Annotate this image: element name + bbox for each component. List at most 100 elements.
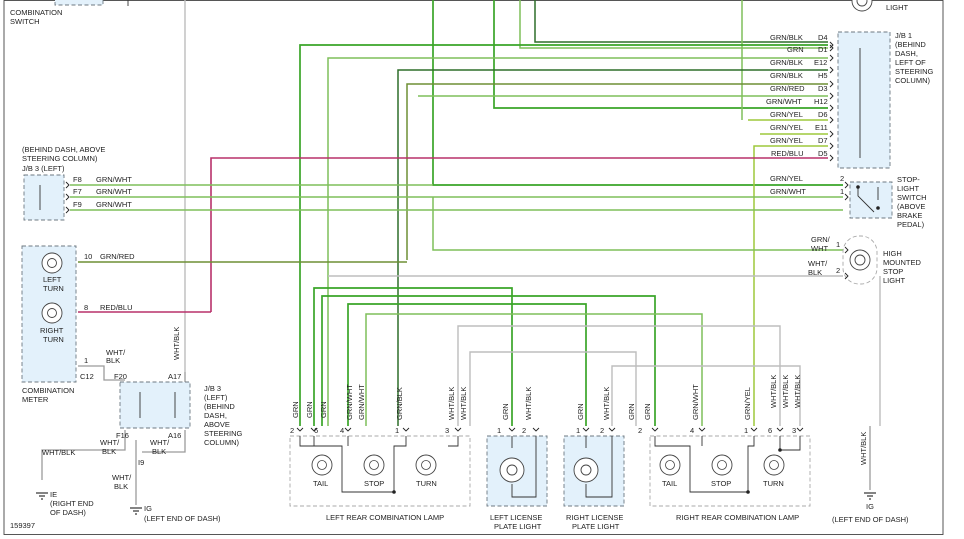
left-license-box <box>486 435 548 507</box>
jb1-pin: E12 <box>814 58 827 67</box>
high-stop-bulb-icon <box>849 249 871 271</box>
right-license-pin: 1 <box>576 426 580 435</box>
ground-ie-loc-1: (RIGHT END <box>50 499 94 508</box>
jb1-wire-labels: GRN/BLK D4 GRN D1 GRN/BLK E12 GRN/BLK H5… <box>766 33 828 158</box>
stop-switch-label-1: STOP- <box>897 175 920 184</box>
ground-ig-right-icon <box>864 492 876 500</box>
diagram-frame <box>3 0 944 535</box>
left-rear-lamp-box <box>289 435 471 507</box>
stop-switch-label-6: PEDAL) <box>897 220 925 229</box>
left-turn-bulb-icon <box>41 252 63 274</box>
jb3-top-pin-f8: F8 <box>73 175 82 184</box>
high-stop-wire-1a: GRN/ <box>811 235 831 244</box>
left-license-label-1: LEFT LICENSE <box>490 513 542 522</box>
stop-switch-pin-1: 2 <box>840 174 844 183</box>
light-top-label: LIGHT <box>886 3 909 12</box>
right-rear-stop-label: STOP <box>711 479 731 488</box>
right-tail-bulb-icon <box>659 454 681 476</box>
right-rear-lamp-box <box>649 435 811 507</box>
left-stop-bulb-icon <box>363 454 385 476</box>
left-rear-wire: GRN/WHT <box>357 384 366 420</box>
high-stop-pin-2: 2 <box>836 266 840 275</box>
right-rear-turn-label: TURN <box>763 479 784 488</box>
jb3-top-name: J/B 3 (LEFT) <box>22 164 65 173</box>
jb3-a16-wire-a: WHT/ <box>150 438 170 447</box>
stop-switch-wire-2: GRN/WHT <box>770 187 806 196</box>
left-rear-wire: GRN/BLK <box>395 387 404 420</box>
left-rear-wire: GRN/WHT <box>345 384 354 420</box>
left-rear-wire: GRN <box>291 401 300 418</box>
left-license-pin: 2 <box>522 426 526 435</box>
left-turn-label-1: LEFT <box>43 275 62 284</box>
jb3-bottom-label-2: (LEFT) <box>204 393 228 402</box>
jb3-bottom-label-7: COLUMN) <box>204 438 240 447</box>
right-license-bulb-icon <box>573 457 599 483</box>
jb3-top-loc-2: STEERING COLUMN) <box>22 154 98 163</box>
jb1-pin: D3 <box>818 84 828 93</box>
left-rear-tail-label: TAIL <box>313 479 328 488</box>
right-rear-wire: WHT/BLK <box>781 375 790 408</box>
jb1-label-6: COLUMN) <box>895 76 931 85</box>
right-rear-lamp-label: RIGHT REAR COMBINATION LAMP <box>676 513 799 522</box>
jb1-pin: E11 <box>815 123 828 132</box>
left-tail-bulb-icon <box>311 454 333 476</box>
jb1-wire-color: RED/BLU <box>771 149 804 158</box>
high-stop-wire-2b: BLK <box>808 268 822 277</box>
jb1-pin: D1 <box>818 45 828 54</box>
left-rear-stop-label: STOP <box>364 479 384 488</box>
right-turn-lamp-bulb-icon <box>763 454 785 476</box>
right-license-pin: 2 <box>600 426 604 435</box>
left-license-wire: GRN <box>501 403 510 420</box>
combination-meter-label-1: COMBINATION <box>22 386 74 395</box>
jb3-top-box <box>23 174 65 221</box>
jb3-bottom-label-3: (BEHIND <box>204 402 235 411</box>
light-filament-icon <box>856 0 868 7</box>
jb1-wire-color: GRN/WHT <box>766 97 802 106</box>
stop-switch-label-3: SWITCH <box>897 193 927 202</box>
jb3-ig-wire-a: WHT/ <box>112 473 132 482</box>
high-stop-label-4: LIGHT <box>883 276 906 285</box>
jb3-top-pin-f7: F7 <box>73 187 82 196</box>
jb3-bottom-labels: J/B 3 (LEFT) (BEHIND DASH, ABOVE STEERIN… <box>204 384 243 447</box>
right-ground-wire: WHT/BLK <box>859 432 868 465</box>
jb3-f16-wire-b: BLK <box>102 447 116 456</box>
meter-pin-10: 10 <box>84 252 92 261</box>
jb1-wire-color: GRN/BLK <box>770 71 803 80</box>
light-bulb-icon <box>851 0 873 12</box>
meter-wire-1a: WHT/ <box>106 348 126 357</box>
jb1-pin: H5 <box>818 71 828 80</box>
jb3-bottom-pin-f16: F16 <box>116 431 129 440</box>
stop-switch-pin-2: 1 <box>840 187 844 196</box>
jb1-label-3: DASH, <box>895 49 918 58</box>
left-rear-wire: GRN <box>305 401 314 418</box>
jb1-wire-color: GRN/YEL <box>770 110 803 119</box>
left-turn-label-2: TURN <box>43 284 64 293</box>
jb1-label-4: LEFT OF <box>895 58 926 67</box>
jb1-pin: D7 <box>818 136 828 145</box>
meter-connector: C12 <box>80 372 94 381</box>
jb3-bottom-label-4: DASH, <box>204 411 227 420</box>
left-rear-wire: GRN <box>319 401 328 418</box>
ground-ie-loc-2: OF DASH) <box>50 508 86 517</box>
ground-ie-icon <box>36 492 48 500</box>
jb1-label-5: STEERING <box>895 67 934 76</box>
stop-switch-wire-1: GRN/YEL <box>770 174 803 183</box>
right-license-label-2: PLATE LIGHT <box>572 522 620 531</box>
jb1-pin: D6 <box>818 110 828 119</box>
right-rear-wire: WHT/BLK <box>769 375 778 408</box>
connector-markers <box>65 41 849 432</box>
jb1-pin: H12 <box>814 97 828 106</box>
left-rear-pin: 6 <box>314 426 318 435</box>
jb1-wire-color: GRN/RED <box>770 84 805 93</box>
right-turn-label-1: RIGHT <box>40 326 64 335</box>
high-stop-pin-1: 1 <box>836 240 840 249</box>
jb1-pin: D5 <box>818 149 828 158</box>
left-license-label-2: PLATE LIGHT <box>494 522 542 531</box>
left-rear-wire: WHT/BLK <box>459 387 468 420</box>
stop-switch-label-4: (ABOVE <box>897 202 925 211</box>
jb1-wire-color: GRN/YEL <box>770 136 803 145</box>
jb3-bottom-label-6: STEERING <box>204 429 243 438</box>
meter-pin-1: 1 <box>84 356 88 365</box>
right-stop-bulb-icon <box>711 454 733 476</box>
combination-switch-label-2: SWITCH <box>10 17 40 26</box>
